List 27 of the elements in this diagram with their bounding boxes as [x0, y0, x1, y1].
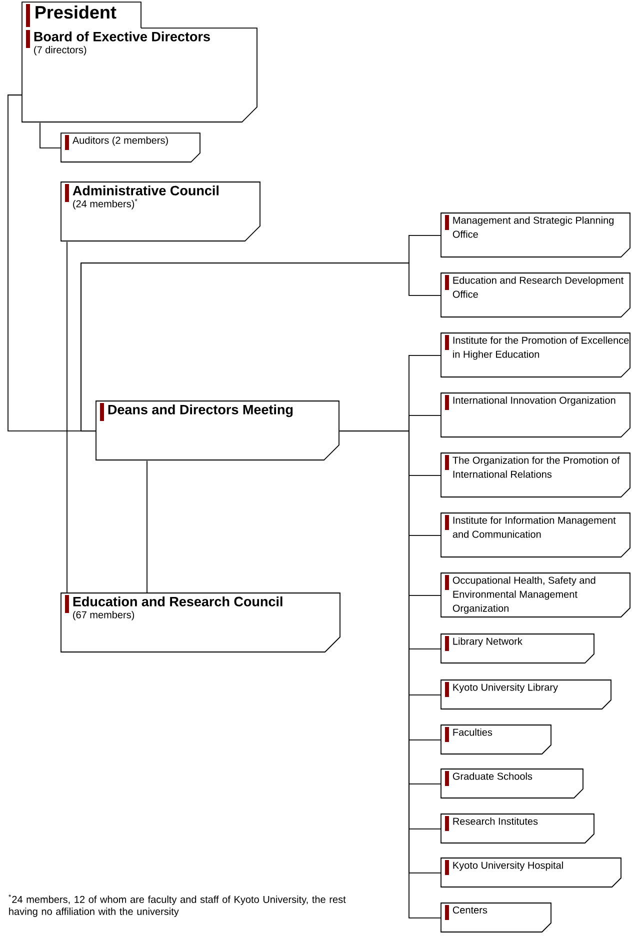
office-box: Auditors (2 members) — [60, 132, 200, 162]
office-box: Institute for the Promotion of Excellence in Higher Education — [440, 332, 630, 378]
office-box: The Organization for the Promotion of International Relations — [440, 452, 630, 498]
office-box: Education and Research Development Office — [440, 272, 630, 318]
node-label: President — [36, 5, 116, 19]
council-box: Education and Research Council (67 members) — [60, 592, 340, 652]
office-box: Faculties — [440, 724, 552, 754]
title-tab: President — [22, 2, 142, 28]
council-box: Board of Exective Directors (7 directors) — [22, 28, 258, 122]
connector-line — [146, 460, 148, 594]
council-box: Deans and Directors Meeting — [96, 400, 340, 460]
council-box: Administrative Council (24 members)$^{*}$ — [60, 182, 260, 242]
office-box: Management and Strategic Planning Office — [440, 212, 630, 258]
office-box: Kyoto University Hospital — [440, 858, 622, 888]
node-label: (7 directors) — [34, 46, 86, 56]
connector-line — [40, 122, 62, 148]
office-box: Library Network — [440, 634, 594, 664]
node-label: Board of Exective Directors — [34, 31, 210, 42]
office-box: Institute for Information Management and Communication — [440, 512, 630, 558]
office-box: Research Institutes — [440, 814, 594, 844]
connector-line — [66, 241, 68, 594]
office-box: International Innovation Organization — [440, 392, 630, 438]
office-box: Graduate Schools — [440, 768, 584, 798]
footnote: $^{*}$24 members, 12 of whom are faculty and staff of Kyoto University, the rest having no affiliation with the university — [8, 894, 346, 917]
office-box: Occupational Health, Safety and Environmental Management Organization — [440, 572, 630, 618]
office-box: Centers — [440, 902, 552, 932]
office-box: Kyoto University Library — [440, 680, 612, 710]
